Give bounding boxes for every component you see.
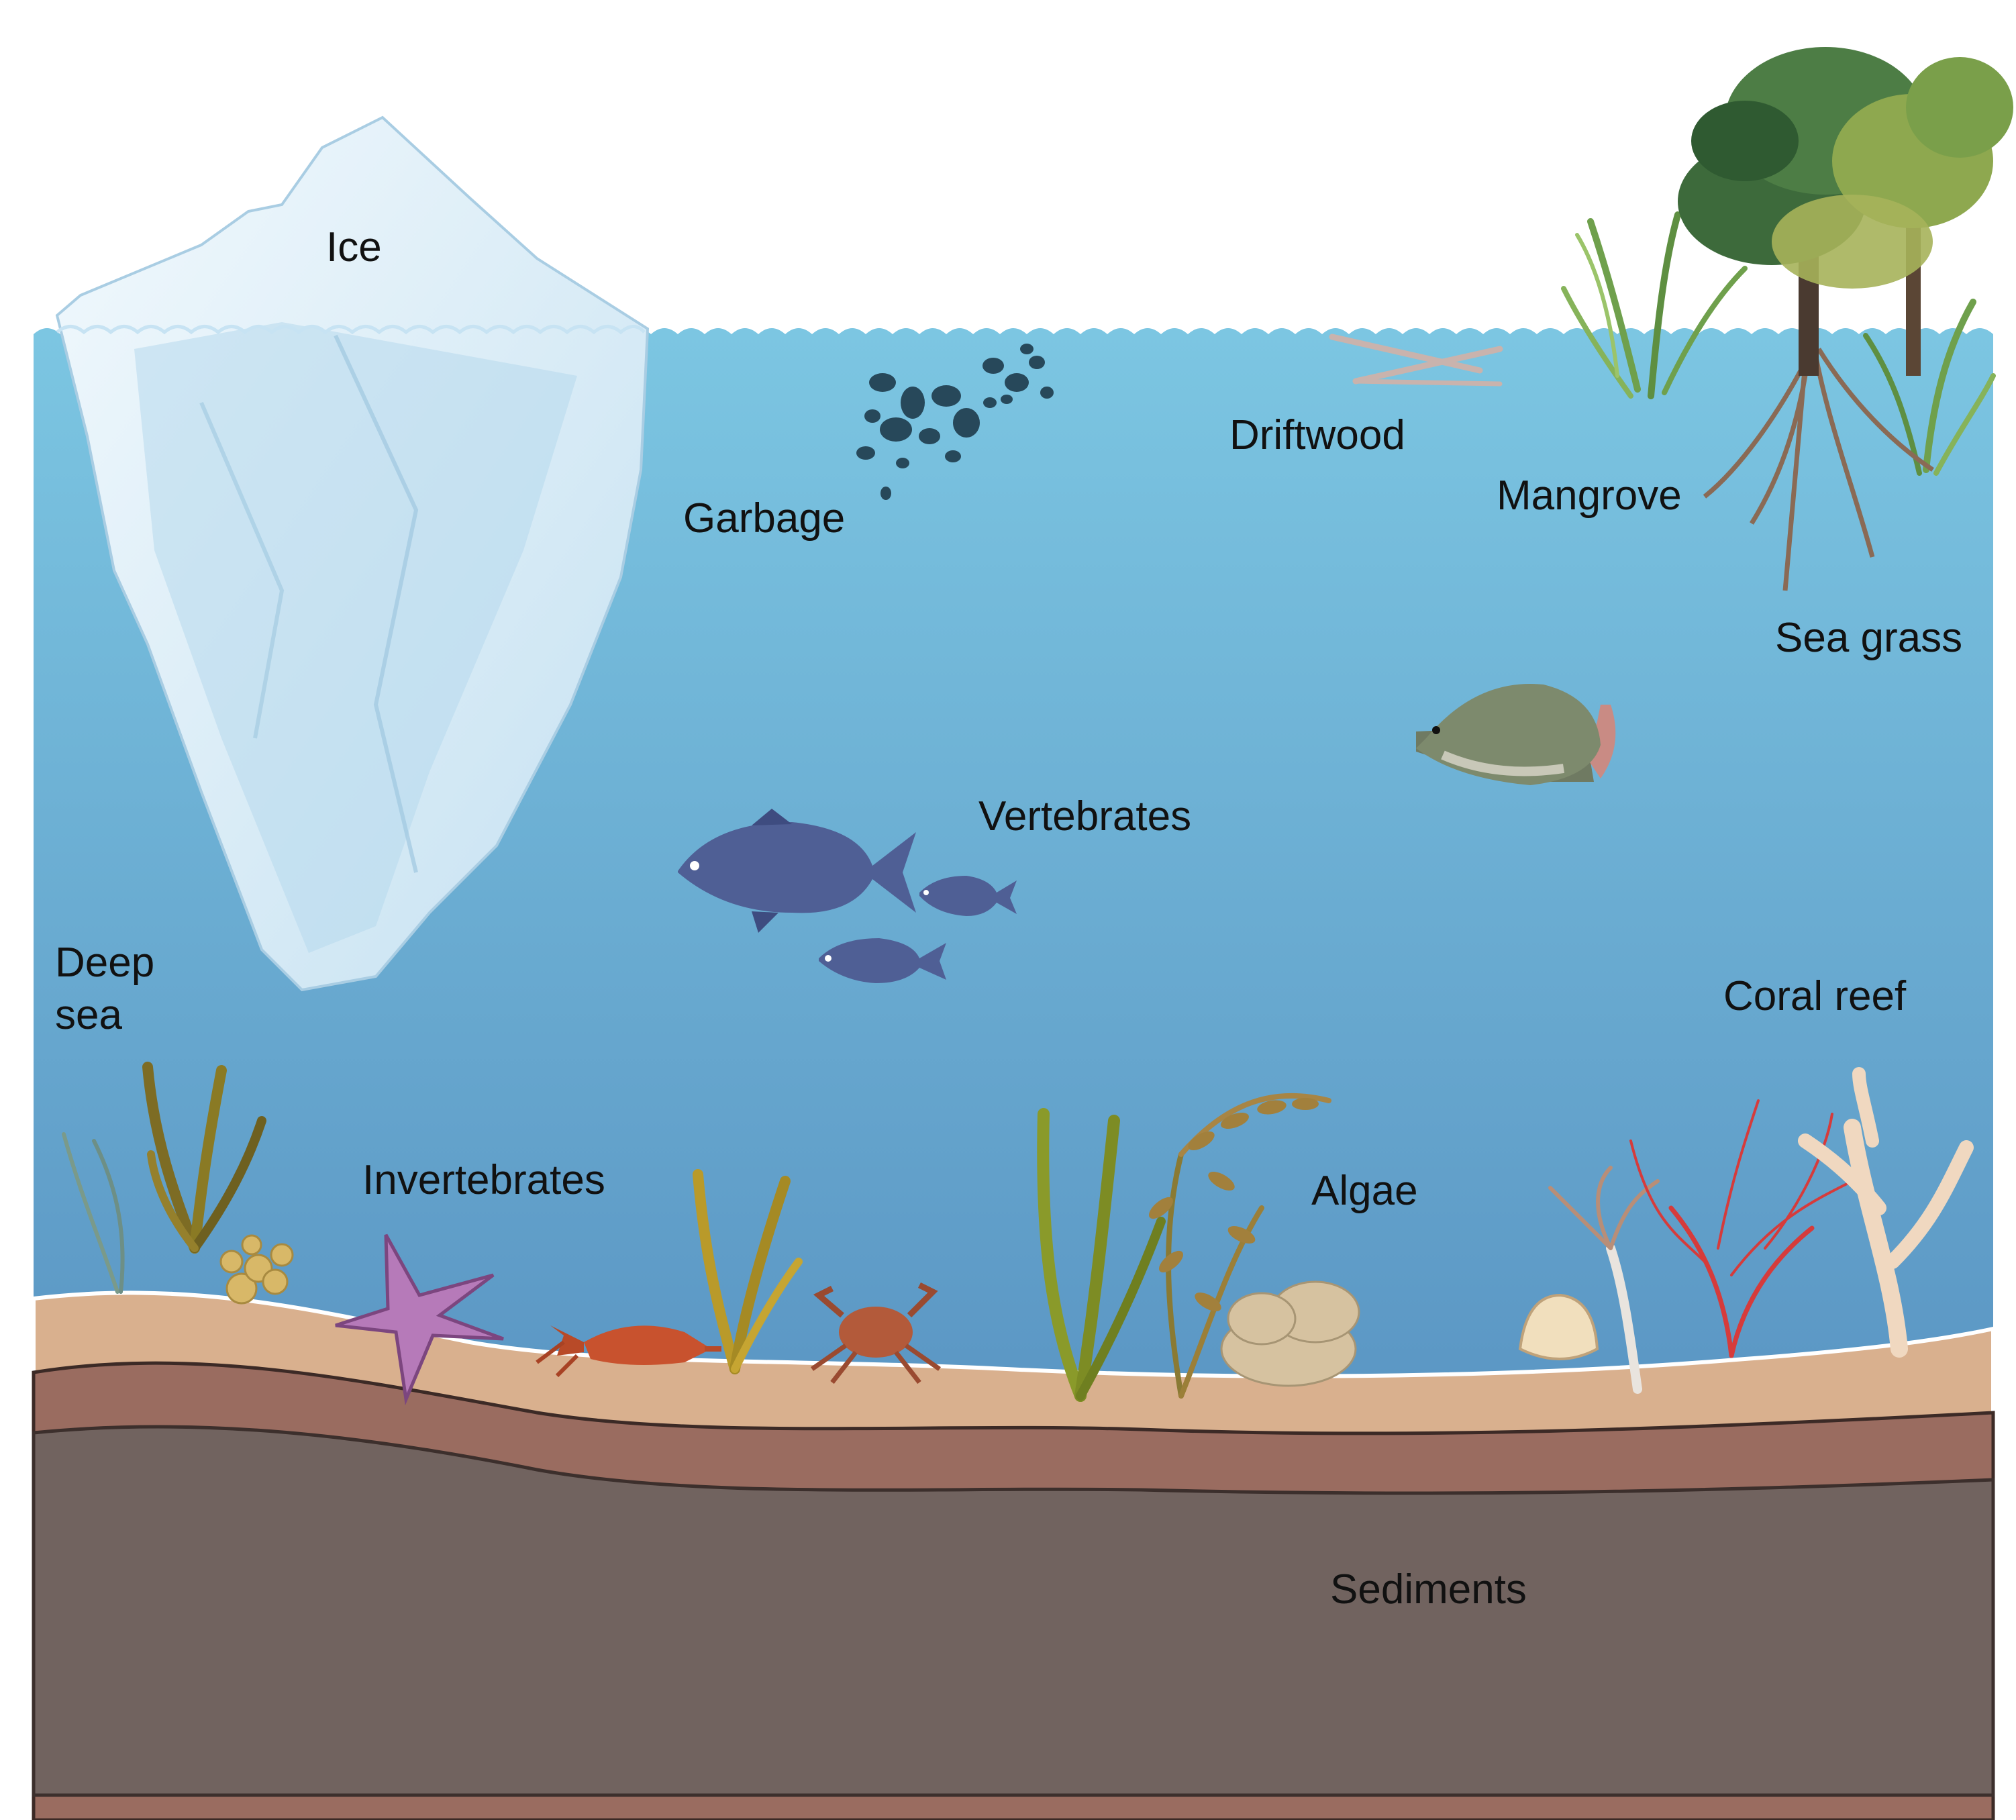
brain-coral-icon <box>1220 1280 1360 1387</box>
sponge-icon <box>219 1234 294 1305</box>
crayfish-icon <box>536 1325 721 1378</box>
label-sediments: Sediments <box>1330 1566 1527 1613</box>
label-sea-grass: Sea grass <box>1775 615 1963 661</box>
algae-leaves-icon <box>1148 1098 1319 1311</box>
starfish-icon <box>335 1233 504 1406</box>
label-deep-sea-line2: sea <box>55 992 122 1038</box>
kelp-icon <box>62 1062 1331 1402</box>
label-garbage: Garbage <box>683 495 846 542</box>
sea-grass-icon <box>1561 211 1996 476</box>
label-algae: Algae <box>1311 1168 1418 1214</box>
driftwood-icon <box>1329 334 1503 387</box>
seafloor <box>32 1291 1995 1820</box>
shell-icon <box>1518 1293 1599 1360</box>
sea-fan-icon <box>1548 1099 1854 1394</box>
fish-school-icon <box>678 809 1017 983</box>
label-driftwood: Driftwood <box>1229 412 1405 458</box>
iceberg-icon <box>55 115 650 992</box>
crab-icon <box>810 1282 942 1384</box>
tilapia-icon <box>1416 684 1616 785</box>
mangrove-icon <box>1678 47 2013 591</box>
label-vertebrates: Vertebrates <box>978 793 1192 840</box>
label-deep-sea-line1: Deep <box>55 940 155 986</box>
label-ice: Ice <box>326 224 382 270</box>
label-mangrove: Mangrove <box>1497 472 1682 519</box>
garbage-icon <box>856 344 1054 500</box>
coral-icon <box>1798 1067 1974 1358</box>
label-invertebrates: Invertebrates <box>362 1157 605 1203</box>
sediment-layer <box>32 1425 1995 1797</box>
label-coral-reef: Coral reef <box>1723 973 1907 1019</box>
